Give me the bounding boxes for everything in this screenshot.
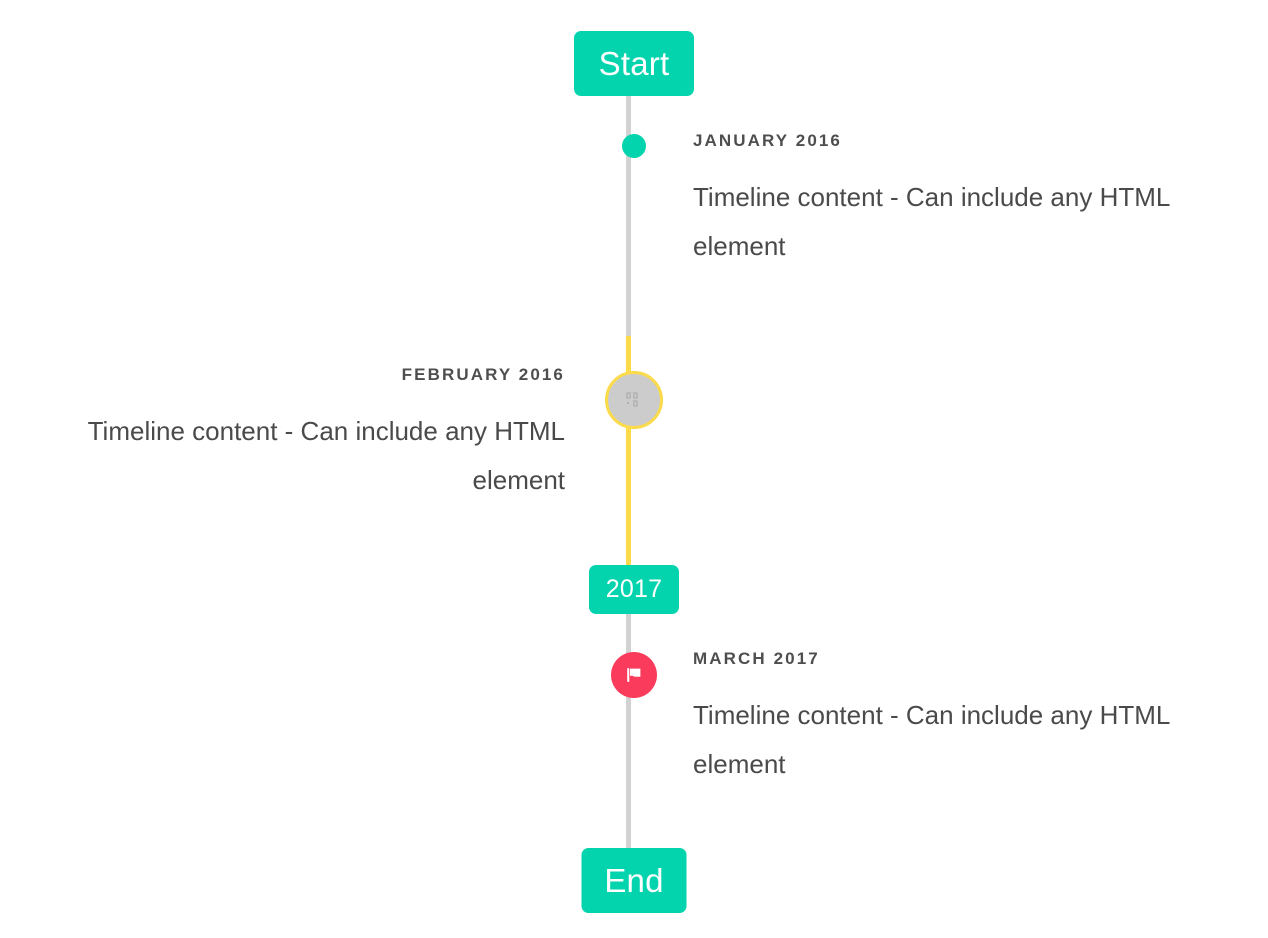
timeline-line-upper [626, 88, 631, 338]
timeline-entry-body: Timeline content - Can include any HTML … [693, 182, 1170, 261]
broken-image-icon [626, 392, 642, 408]
timeline-line-lower [626, 610, 631, 852]
timeline-year-badge-label: 2017 [605, 575, 663, 603]
timeline-entry-date: MARCH 2017 [693, 649, 820, 668]
timeline-entry-date: JANUARY 2016 [693, 131, 842, 150]
timeline-marker-february[interactable] [605, 371, 663, 429]
timeline-line-highlight [626, 336, 631, 570]
flag-icon [623, 664, 645, 686]
timeline-marker-january[interactable] [622, 134, 646, 158]
timeline-start-badge[interactable]: Start [574, 31, 694, 96]
timeline-entry-february: FEBRUARY 2016 Timeline content - Can inc… [35, 365, 565, 504]
timeline-entry-body: Timeline content - Can include any HTML … [693, 700, 1170, 779]
timeline-entry-body: Timeline content - Can include any HTML … [87, 416, 565, 495]
timeline-year-badge[interactable]: 2017 [589, 565, 679, 614]
timeline-entry-january: JANUARY 2016 Timeline content - Can incl… [693, 131, 1233, 270]
timeline-marker-march[interactable] [611, 652, 657, 698]
timeline-start-badge-label: Start [598, 44, 670, 82]
timeline-end-badge[interactable]: End [581, 848, 687, 913]
timeline-end-badge-label: End [604, 861, 664, 899]
timeline-entry-march: MARCH 2017 Timeline content - Can includ… [693, 649, 1233, 788]
timeline-entry-date: FEBRUARY 2016 [401, 365, 565, 384]
